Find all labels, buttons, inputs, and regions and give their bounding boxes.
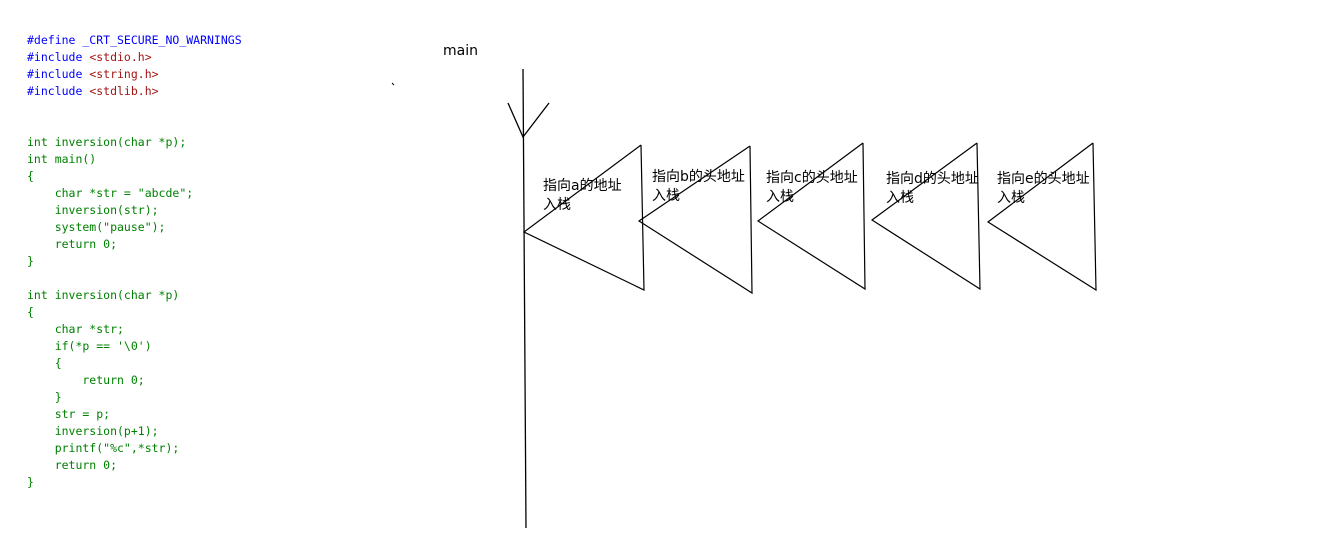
code-text: str = p;	[27, 407, 111, 421]
code-text: return 0;	[27, 237, 118, 251]
frame-label-line1: 指向a的地址	[543, 178, 622, 194]
code-text: inversion(p+1);	[27, 424, 159, 438]
code-line: return 0;	[27, 457, 242, 474]
code-listing: #define _CRT_SECURE_NO_WARNINGS #include …	[27, 32, 242, 491]
code-text: system("pause");	[27, 220, 166, 234]
code-line: inversion(p+1);	[27, 423, 242, 440]
code-text: return 0;	[27, 373, 145, 387]
frame-label-line2: 入栈	[886, 190, 914, 206]
code-text: int inversion(char *p)	[27, 288, 180, 302]
frame-3: 指向c的头地址 入栈	[756, 142, 866, 291]
code-text: }	[27, 254, 34, 268]
include-directive: #include	[27, 67, 90, 81]
code-line: if(*p == '\0')	[27, 338, 242, 355]
code-text: inversion(str);	[27, 203, 159, 217]
code-line: int inversion(char *p);	[27, 134, 242, 151]
frame-triangle	[870, 142, 981, 291]
code-text: {	[27, 305, 34, 319]
code-line: int inversion(char *p)	[27, 287, 242, 304]
code-line: char *str;	[27, 321, 242, 338]
preprocessor-text: #define _CRT_SECURE_NO_WARNINGS	[27, 33, 242, 47]
code-line: }	[27, 253, 242, 270]
code-line: return 0;	[27, 236, 242, 253]
code-text: char *str = "abcde";	[27, 186, 194, 200]
code-line: printf("%c",*str);	[27, 440, 242, 457]
code-line: int main()	[27, 151, 242, 168]
code-line: system("pause");	[27, 219, 242, 236]
code-line: {	[27, 304, 242, 321]
include-header: <stdio.h>	[89, 50, 152, 64]
frame-triangle	[756, 142, 866, 291]
frame-label-line2: 入栈	[997, 190, 1025, 206]
code-text: {	[27, 356, 62, 370]
frame-1: 指向a的地址 入栈	[522, 144, 645, 291]
frame-label-line1: 指向e的头地址	[997, 171, 1090, 187]
include-header: <string.h>	[89, 67, 159, 81]
code-text: if(*p == '\0')	[27, 339, 152, 353]
code-line: return 0;	[27, 372, 242, 389]
stack-axis-line	[522, 68, 527, 529]
stray-mark	[391, 82, 395, 86]
main-label: main	[443, 43, 478, 59]
code-text: int main()	[27, 152, 97, 166]
frame-label-line1: 指向c的头地址	[766, 170, 858, 186]
code-text: printf("%c",*str);	[27, 441, 180, 455]
frame-triangle	[637, 145, 753, 295]
frame-label-line2: 入栈	[766, 189, 794, 205]
code-text: int inversion(char *p);	[27, 135, 187, 149]
code-line: {	[27, 355, 242, 372]
code-line: str = p;	[27, 406, 242, 423]
code-line: }	[27, 474, 242, 491]
code-line: inversion(str);	[27, 202, 242, 219]
include-directive: #include	[27, 50, 90, 64]
code-line: #include <stdlib.h>	[27, 83, 242, 100]
code-text: }	[27, 390, 62, 404]
code-line: #include <stdio.h>	[27, 49, 242, 66]
code-line: }	[27, 389, 242, 406]
code-line: #include <string.h>	[27, 66, 242, 83]
frame-5: 指向e的头地址 入栈	[986, 142, 1097, 292]
code-text: {	[27, 169, 34, 183]
frame-2: 指向b的头地址 入栈	[637, 145, 753, 295]
frame-label-line2: 入栈	[652, 188, 680, 204]
code-text: }	[27, 475, 34, 489]
frame-label-line2: 入栈	[543, 197, 571, 213]
code-text: return 0;	[27, 458, 118, 472]
frame-label-line1: 指向b的头地址	[652, 169, 745, 185]
code-text: char *str;	[27, 322, 124, 336]
code-line: char *str = "abcde";	[27, 185, 242, 202]
code-line: {	[27, 168, 242, 185]
frame-label-line1: 指向d的头地址	[886, 171, 979, 187]
include-header: <stdlib.h>	[89, 84, 159, 98]
frame-triangle	[522, 144, 645, 291]
arrow-head-icon	[507, 102, 550, 139]
include-directive: #include	[27, 84, 90, 98]
code-line: #define _CRT_SECURE_NO_WARNINGS	[27, 32, 242, 49]
frame-triangle	[986, 142, 1097, 292]
frame-4: 指向d的头地址 入栈	[870, 142, 981, 291]
